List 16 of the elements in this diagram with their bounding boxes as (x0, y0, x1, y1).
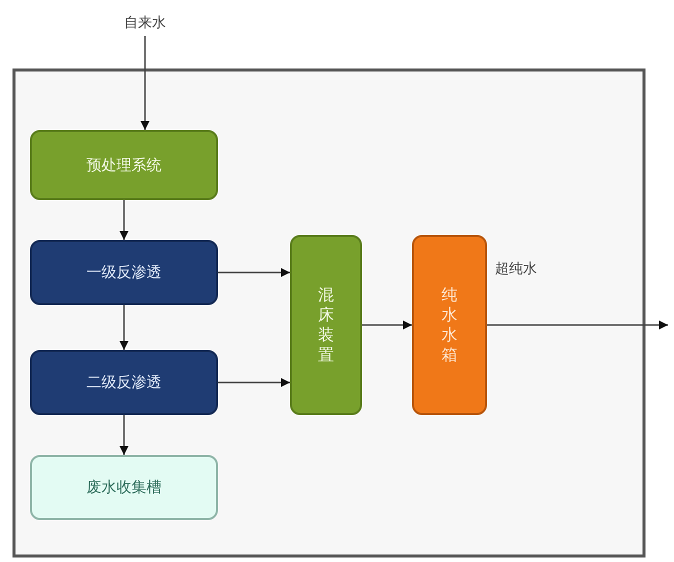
arrow (218, 268, 290, 277)
process-box: 一级反渗透 (30, 240, 218, 305)
process-box: 预处理系统 (30, 130, 218, 200)
tank-box: 纯水水箱 (412, 235, 487, 415)
process-box: 混床装置 (290, 235, 362, 415)
arrow (140, 36, 150, 130)
arrow (120, 200, 128, 240)
tank-box: 废水收集槽 (30, 455, 218, 520)
arrow (362, 320, 412, 330)
arrow (120, 415, 128, 455)
arrow (487, 320, 668, 330)
process-box: 二级反渗透 (30, 350, 218, 415)
flow-label: 超纯水 (495, 260, 537, 278)
source-label: 自来水 (124, 14, 166, 32)
arrow (120, 305, 128, 350)
arrow (218, 378, 290, 387)
